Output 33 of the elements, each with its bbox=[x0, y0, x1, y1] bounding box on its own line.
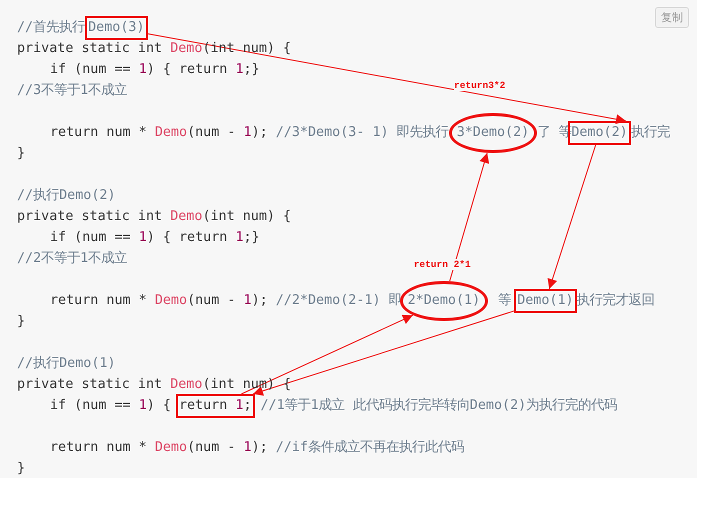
arrow bbox=[449, 152, 490, 282]
arrow bbox=[147, 33, 627, 124]
highlight-box: Demo(3) bbox=[85, 16, 148, 40]
comment-text: 等 bbox=[498, 293, 512, 308]
highlight-ellipse: 2*Demo(1) bbox=[400, 281, 488, 321]
arrow bbox=[240, 314, 414, 394]
code-line: return num * Demo(num - 1); //2*Demo(2-1) 即 bbox=[50, 293, 402, 308]
highlight-box: Demo(2) bbox=[568, 121, 631, 145]
code-line: //执行Demo(2) bbox=[17, 188, 116, 203]
code-line: if (num == 1) { return 1;} bbox=[50, 62, 260, 77]
code-line: } bbox=[17, 461, 26, 476]
copy-button: 复制 bbox=[655, 7, 689, 28]
code-line: return num * Demo(num - 1); //3*Demo(3- 1) 即先执行 bbox=[50, 125, 449, 140]
arrow bbox=[548, 144, 596, 290]
highlight-box: return 1; bbox=[176, 394, 254, 418]
comment-text: 执行完才返回 bbox=[576, 293, 655, 308]
code-line: //2不等于1不成立 bbox=[17, 251, 128, 266]
comment-text: 执行完 bbox=[630, 125, 670, 140]
code-line: //执行Demo(1) bbox=[17, 356, 116, 371]
code-line: if (num == 1) { bbox=[50, 398, 171, 413]
code-line: private static int Demo(int num) { bbox=[17, 209, 292, 224]
code-line: } bbox=[17, 314, 26, 329]
code-line: return num * Demo(num - 1); //if条件成立不再在执行此代码 bbox=[50, 440, 464, 455]
code-line: //首先执行 bbox=[17, 20, 86, 35]
code-line: } bbox=[17, 146, 26, 161]
return-note: return3*2 bbox=[454, 80, 506, 91]
code-line: //1等于1成立 此代码执行完毕转向Demo(2)为执行完的代码 bbox=[260, 398, 618, 413]
highlight-box: Demo(1) bbox=[514, 289, 577, 313]
highlight-ellipse: 3*Demo(2) bbox=[448, 113, 538, 153]
edge-label: return 2*1 bbox=[414, 259, 471, 270]
code-line: if (num == 1) { return 1;} bbox=[50, 230, 260, 245]
arrow bbox=[252, 310, 515, 396]
code-line: //3不等于1不成立 bbox=[17, 83, 128, 98]
